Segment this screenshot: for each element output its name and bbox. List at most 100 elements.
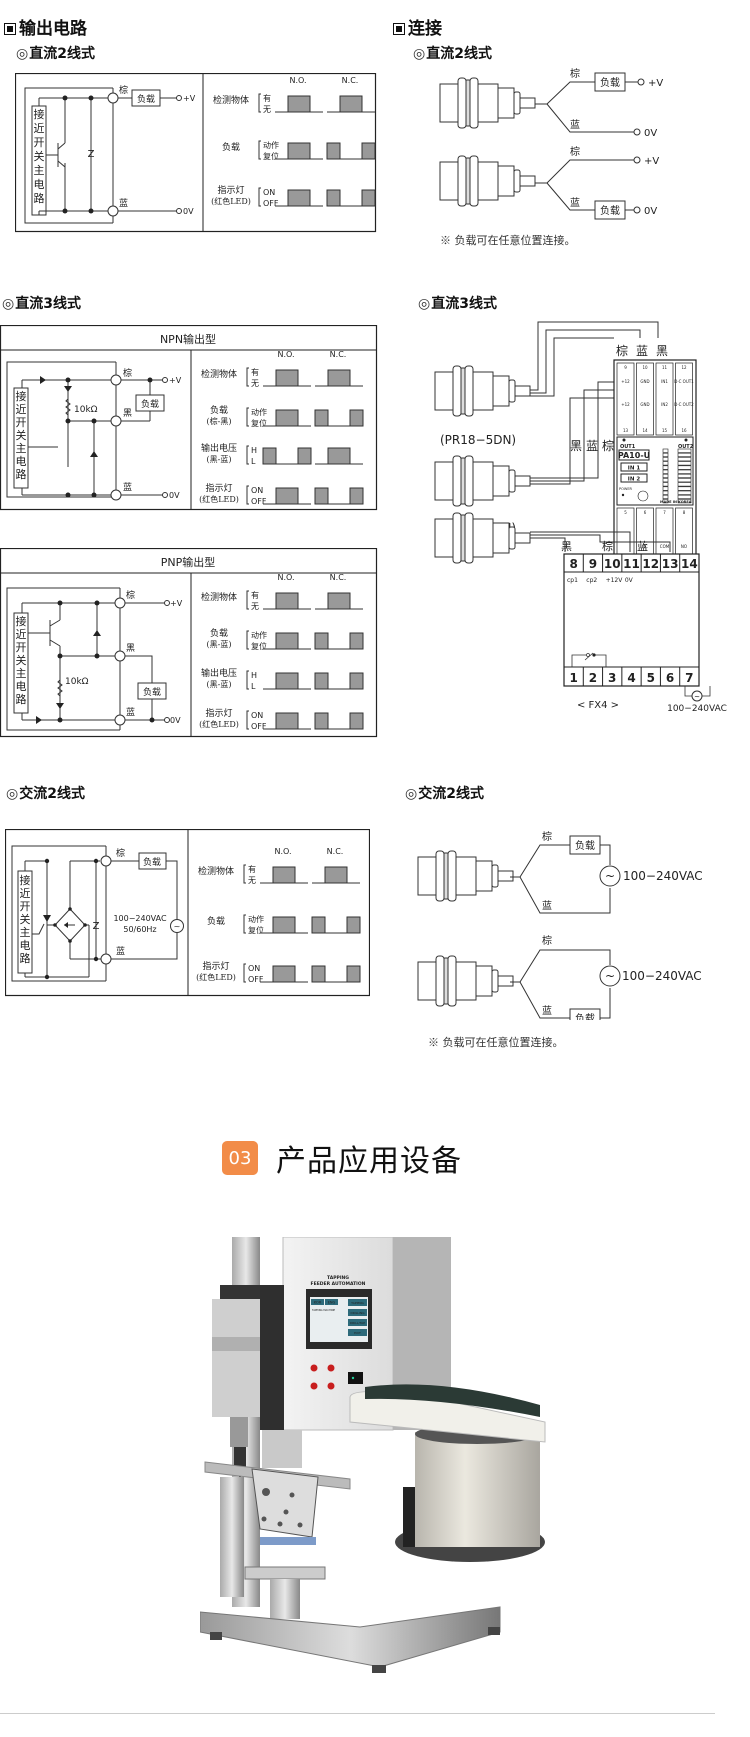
sensor-2	[434, 455, 531, 507]
screen-menu-label: DRILLING	[350, 1311, 365, 1315]
terminal-label: GND	[640, 402, 649, 407]
nc-column-label: N.C.	[330, 573, 347, 582]
block-label-char: 电	[16, 680, 27, 693]
block-label-char: 接	[20, 874, 31, 887]
blue-wire-label: 蓝	[570, 119, 580, 131]
blue-wire-label: 蓝	[119, 197, 128, 209]
waveform-pulse	[326, 142, 341, 160]
block-label-char: 开	[16, 641, 27, 654]
timing-row-sublabel: (黑-蓝)	[207, 639, 232, 649]
fx4-terminal-label: cp1	[567, 577, 578, 584]
terminal-number: 7	[663, 510, 666, 515]
terminal-number: 6	[644, 510, 647, 515]
block-label-char: 近	[20, 887, 31, 900]
waveform-pulse	[287, 95, 311, 113]
state-high-label: 动作	[251, 407, 267, 417]
pnp-header: PNP输出型	[161, 555, 216, 569]
power-led-icon	[621, 493, 625, 497]
waveform-pulse	[272, 916, 296, 934]
block-label-char: 开	[34, 136, 45, 149]
blue-wire-label: 蓝	[570, 197, 580, 209]
sensor-2	[417, 955, 514, 1007]
timing-row-label: 负载	[222, 141, 240, 153]
brown-wire-label: 棕	[570, 145, 580, 158]
terminal-label: 11	[662, 365, 668, 370]
block-label-char: 电	[20, 939, 31, 952]
state-low-label: L	[251, 457, 256, 466]
waveform-pulse	[349, 632, 364, 650]
block-label-char: 接	[16, 390, 27, 403]
brown-wire-label: 棕	[542, 934, 552, 947]
terminal-label: 10	[642, 365, 648, 370]
supply-label: 100−240VAC	[623, 869, 703, 883]
block-label-char: 关	[34, 149, 45, 163]
waveform-pulse	[314, 712, 329, 730]
timing-row-label: 输出电压	[201, 442, 237, 454]
freq-label: 50/60Hz	[123, 925, 156, 934]
timing-row-label: 输出电压	[201, 667, 237, 679]
conn-dc3-subtitle: ◎直流3线式	[418, 293, 497, 313]
fx4-terminal-number: 12	[642, 557, 659, 571]
waveform-pulse	[314, 632, 329, 650]
block-label-char: 主	[16, 667, 27, 680]
block-label-char: 关	[16, 428, 27, 442]
double-circle-icon: ◎	[6, 786, 19, 802]
brown-wire-label: 棕	[616, 343, 628, 358]
state-high-label: ON	[248, 964, 260, 973]
npn-header: NPN输出型	[160, 332, 216, 346]
screen-menu-label: EXIT	[354, 1331, 361, 1335]
load-position-note: ※ 负载可在任意位置连接。	[440, 234, 576, 247]
power-switch	[348, 1372, 363, 1384]
timing-row-label: 检测物体	[201, 368, 237, 380]
state-low-label: 复位	[263, 151, 279, 161]
block-label-char: 开	[20, 900, 31, 913]
waveform-pulse	[349, 487, 364, 505]
ac-source-icon	[170, 919, 184, 933]
screen-menu-button	[348, 1309, 367, 1316]
tapping-machine-illustration: TAPPING FEEDER AUTOMATION KOR ENG TAPPIN…	[200, 1237, 546, 1673]
terminal-label: COM	[660, 544, 670, 549]
waveform-pulse	[275, 712, 299, 730]
waveform-pulse	[327, 447, 351, 465]
blue-wire-label: 蓝	[123, 481, 132, 493]
zener-label: Z	[88, 149, 95, 160]
ac-source-icon	[599, 865, 621, 887]
section-title: 产品应用设备	[276, 1144, 462, 1179]
block-label-char: 电	[16, 455, 27, 468]
timing-row-sublabel: (黑-蓝)	[207, 679, 232, 689]
state-high-label: 有	[248, 864, 256, 874]
nc-column-label: N.C.	[342, 76, 359, 85]
timing-row-label: 检测物体	[201, 591, 237, 603]
connection-heading: 连接	[393, 14, 442, 39]
timing-row-sublabel: (红色LED)	[211, 196, 251, 206]
in2-label: IN 2	[628, 477, 641, 483]
state-low-label: OFF	[251, 497, 267, 506]
timing-row-sublabel: (棕-黑)	[207, 416, 232, 426]
double-circle-icon: ◎	[418, 296, 431, 312]
waveform-pulse	[311, 916, 326, 934]
fx4-terminal-label: cp2	[586, 577, 597, 584]
terminal-label: +12	[621, 379, 630, 384]
conn-dc2-subtitle: ◎直流2线式	[413, 43, 492, 63]
dc2-timing-chart: N.O.N.C.检测物体有无负载动作复位指示灯(红色LED)ONOFF	[211, 76, 376, 208]
waveform-pulse	[326, 189, 341, 207]
resistor-label: 10kΩ	[65, 677, 89, 687]
timing-row-label: 指示灯	[205, 482, 232, 494]
ac2-timing-chart: N.O.N.C.检测物体有无负载动作复位指示灯(红色LED)ONOFF	[196, 847, 361, 984]
fixture-plate	[251, 1468, 319, 1538]
nc-column-label: N.C.	[330, 350, 347, 359]
ac2-subtitle: ◎交流2线式	[6, 783, 85, 803]
no-column-label: N.O.	[277, 350, 294, 359]
plus-v-label: +V	[183, 94, 196, 103]
dc2-output-diagram: 负载 棕 蓝 +V 0V Z 接近开关主电路 N.O.N.C.检测物体有无负载动…	[15, 73, 377, 233]
terminal-label: NC	[642, 544, 648, 549]
timing-row-label: 指示灯	[217, 184, 244, 196]
waveform-pulse	[275, 369, 299, 387]
waveform-pulse	[314, 409, 329, 427]
sensor-3	[434, 512, 531, 564]
fx4-terminal-number: 14	[681, 557, 698, 571]
